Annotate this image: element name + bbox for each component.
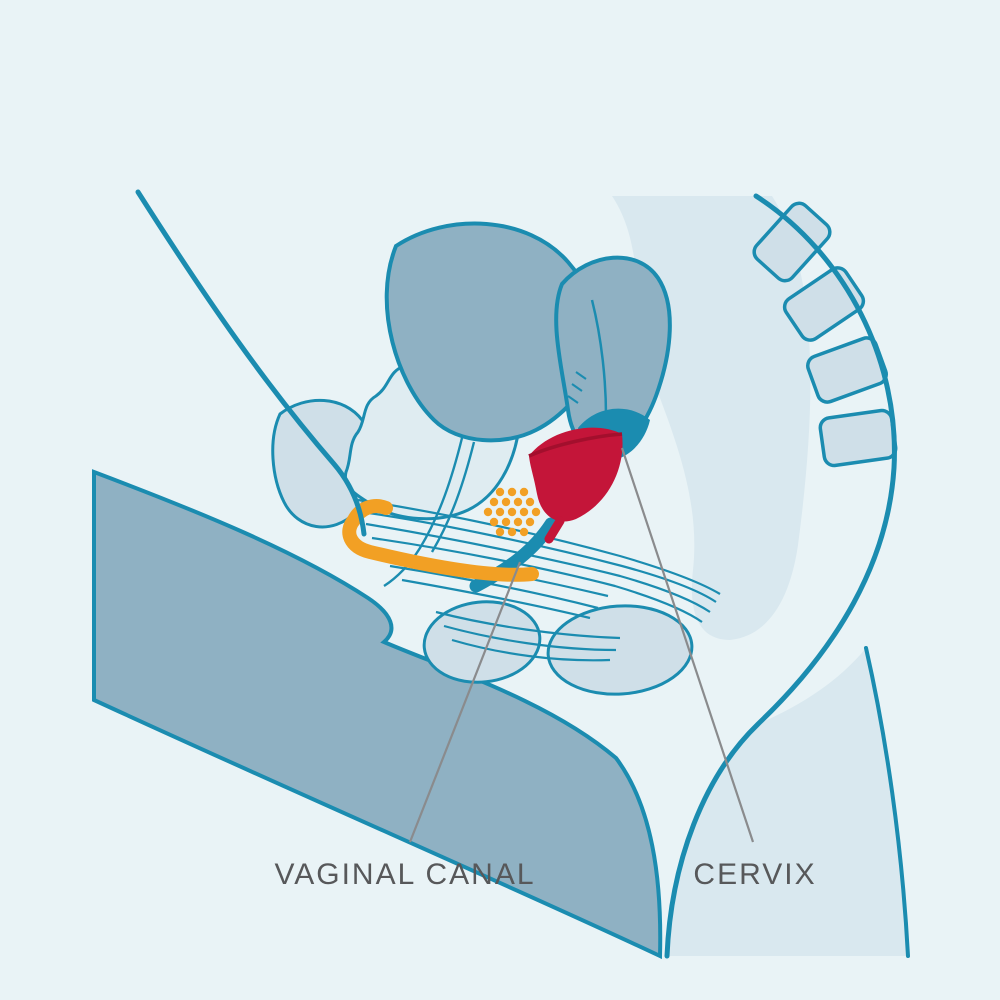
pelvic-floor-muscles	[357, 498, 721, 662]
tick	[571, 383, 583, 392]
muscle-strand	[361, 510, 717, 603]
pubic-bone-region	[271, 355, 522, 529]
perineum-mound	[422, 600, 542, 684]
vertebra	[752, 201, 832, 283]
urethra-line	[383, 437, 464, 588]
tick	[567, 395, 579, 404]
perineum-mounds	[422, 600, 694, 696]
buttock-region	[667, 648, 908, 956]
gland-dot-pattern	[483, 487, 541, 537]
orange-anatomy-highlight	[342, 499, 539, 582]
cup-rim-line	[528, 432, 623, 458]
muscle-strand	[365, 522, 711, 613]
leader-line-cervix	[620, 447, 755, 843]
thigh-region	[92, 469, 663, 960]
muscle-strand	[389, 564, 599, 610]
back-outline	[664, 193, 897, 959]
muscle-strand	[451, 638, 611, 662]
muscle-strand	[443, 624, 617, 652]
buttock-crease-outline	[864, 646, 910, 958]
label-cervix: CERVIX	[693, 858, 816, 891]
urethra-line	[430, 441, 476, 553]
perineum-mound	[546, 604, 694, 696]
muscle-strand	[401, 578, 591, 620]
leader-line-vaginal-canal	[408, 561, 522, 843]
cervix-tick-marks	[567, 371, 587, 404]
urethra-lines	[383, 437, 476, 588]
muscle-strand	[357, 498, 721, 595]
tick	[575, 371, 587, 380]
bladder	[384, 221, 599, 443]
cup-body	[529, 427, 623, 522]
label-vaginal-canal: VAGINAL CANAL	[274, 858, 535, 891]
body-outlines	[135, 189, 910, 959]
vertebra	[818, 408, 898, 468]
uterine-cavity-line	[590, 299, 608, 417]
menstrual-cup	[528, 427, 623, 544]
abdomen-outline	[135, 189, 367, 537]
cup-stem	[544, 516, 565, 544]
muscle-strand	[435, 610, 621, 640]
vaginal-canal-band	[469, 517, 558, 593]
